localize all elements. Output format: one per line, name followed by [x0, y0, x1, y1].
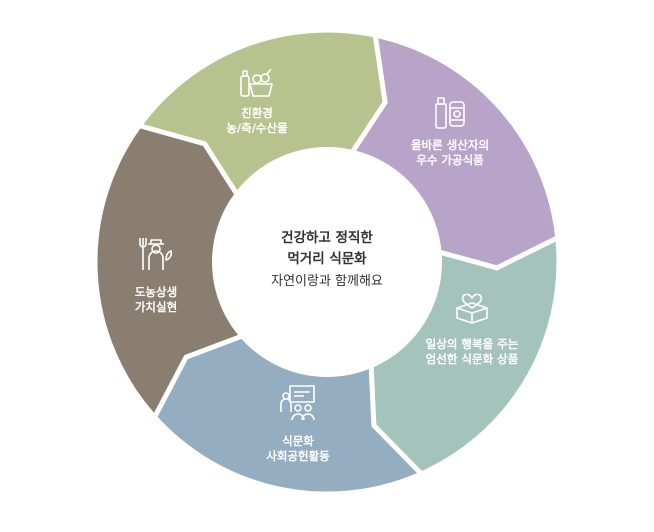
- community-class-icon: [278, 382, 318, 422]
- segment-produce-label: 친환경 농/축/수산물: [226, 106, 287, 136]
- produce-basket-icon: [237, 62, 277, 102]
- segment-farmer-line1: 도농상생: [134, 285, 178, 299]
- segment-processed-line1: 올바른 생산자의: [410, 138, 490, 152]
- gift-box-heart-icon: [452, 284, 492, 324]
- segment-produce-line1: 친환경: [241, 106, 273, 120]
- segment-social-line2: 사회공헌활동: [266, 449, 330, 463]
- segment-gift-line2: 엄선한 식문화 상품: [425, 352, 519, 366]
- processed-food-jar-icon: [430, 92, 470, 132]
- center-title-line1: 건강하고 정직한: [281, 230, 373, 246]
- segment-social-line1: 식문화: [282, 434, 314, 448]
- center-subtitle: 자연이랑과 함께해요: [271, 274, 383, 289]
- center-title-line2: 먹거리 식문화: [287, 251, 367, 267]
- segment-processed-line2: 우수 가공식품: [416, 153, 484, 167]
- segment-farmer-label: 도농상생 가치실현: [135, 285, 177, 315]
- center-circle: [212, 147, 442, 377]
- segment-gift-label: 일상의 행복을 주는 엄선한 식문화 상품: [426, 337, 519, 367]
- center-label: 건강하고 정직한 먹거리 식문화 자연이랑과 함께해요: [271, 228, 383, 292]
- segment-produce-line2: 농/축/수산물: [226, 121, 288, 135]
- farmer-icon: [136, 234, 176, 274]
- segment-gift-line1: 일상의 행복을 주는: [425, 337, 519, 351]
- segment-farmer-line2: 가치실현: [134, 300, 178, 314]
- segment-social-label: 식문화 사회공헌활동: [266, 434, 329, 464]
- segment-processed-label: 올바른 생산자의 우수 가공식품: [411, 138, 489, 168]
